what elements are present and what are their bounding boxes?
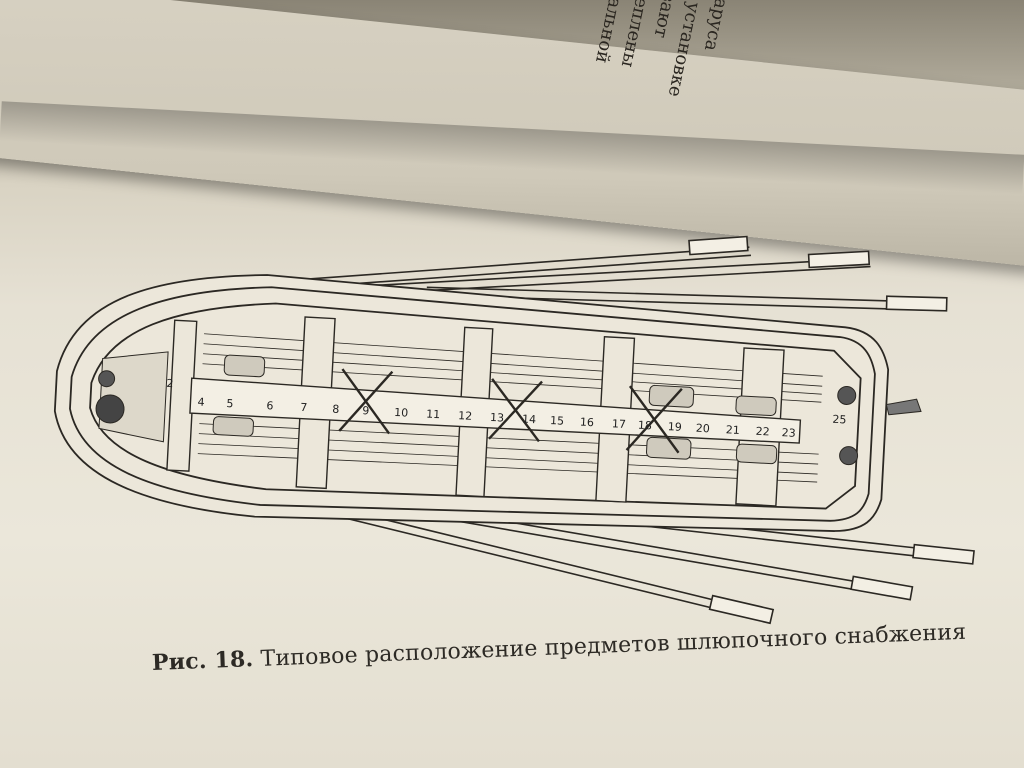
part-number: 15 bbox=[550, 414, 565, 428]
part-number: 21 bbox=[725, 423, 740, 437]
part-number: 10 bbox=[394, 406, 409, 420]
bow-gear bbox=[95, 351, 922, 466]
part-number: 9 bbox=[362, 404, 370, 417]
part-number: 14 bbox=[522, 413, 537, 427]
boat-diagram: 2 4 5 6 7 8 9 10 11 12 13 14 15 16 17 18… bbox=[53, 235, 975, 625]
part-number: 6 bbox=[266, 399, 274, 412]
caption-label: Рис. 18. bbox=[151, 646, 254, 676]
part-number: 12 bbox=[458, 409, 473, 423]
part-number: 4 bbox=[197, 396, 205, 409]
gear-bags bbox=[212, 354, 778, 465]
part-number: 8 bbox=[332, 403, 340, 416]
part-number: 22 bbox=[755, 425, 770, 439]
part-number: 16 bbox=[580, 416, 595, 430]
part-number: 18 bbox=[638, 419, 653, 433]
lashings bbox=[338, 368, 683, 454]
part-number: 2 bbox=[166, 377, 174, 390]
part-number: 11 bbox=[426, 408, 441, 422]
part-number: 17 bbox=[612, 417, 627, 431]
part-number: 19 bbox=[668, 420, 683, 434]
part-number: 7 bbox=[300, 401, 308, 414]
part-number: 23 bbox=[781, 426, 796, 440]
part-number: 25 bbox=[832, 413, 847, 427]
part-number: 5 bbox=[226, 397, 234, 410]
part-number: 13 bbox=[490, 411, 505, 425]
part-number: 20 bbox=[695, 422, 710, 436]
part-number-labels: 2 4 5 6 7 8 9 10 11 12 13 14 15 16 17 18… bbox=[166, 377, 847, 440]
